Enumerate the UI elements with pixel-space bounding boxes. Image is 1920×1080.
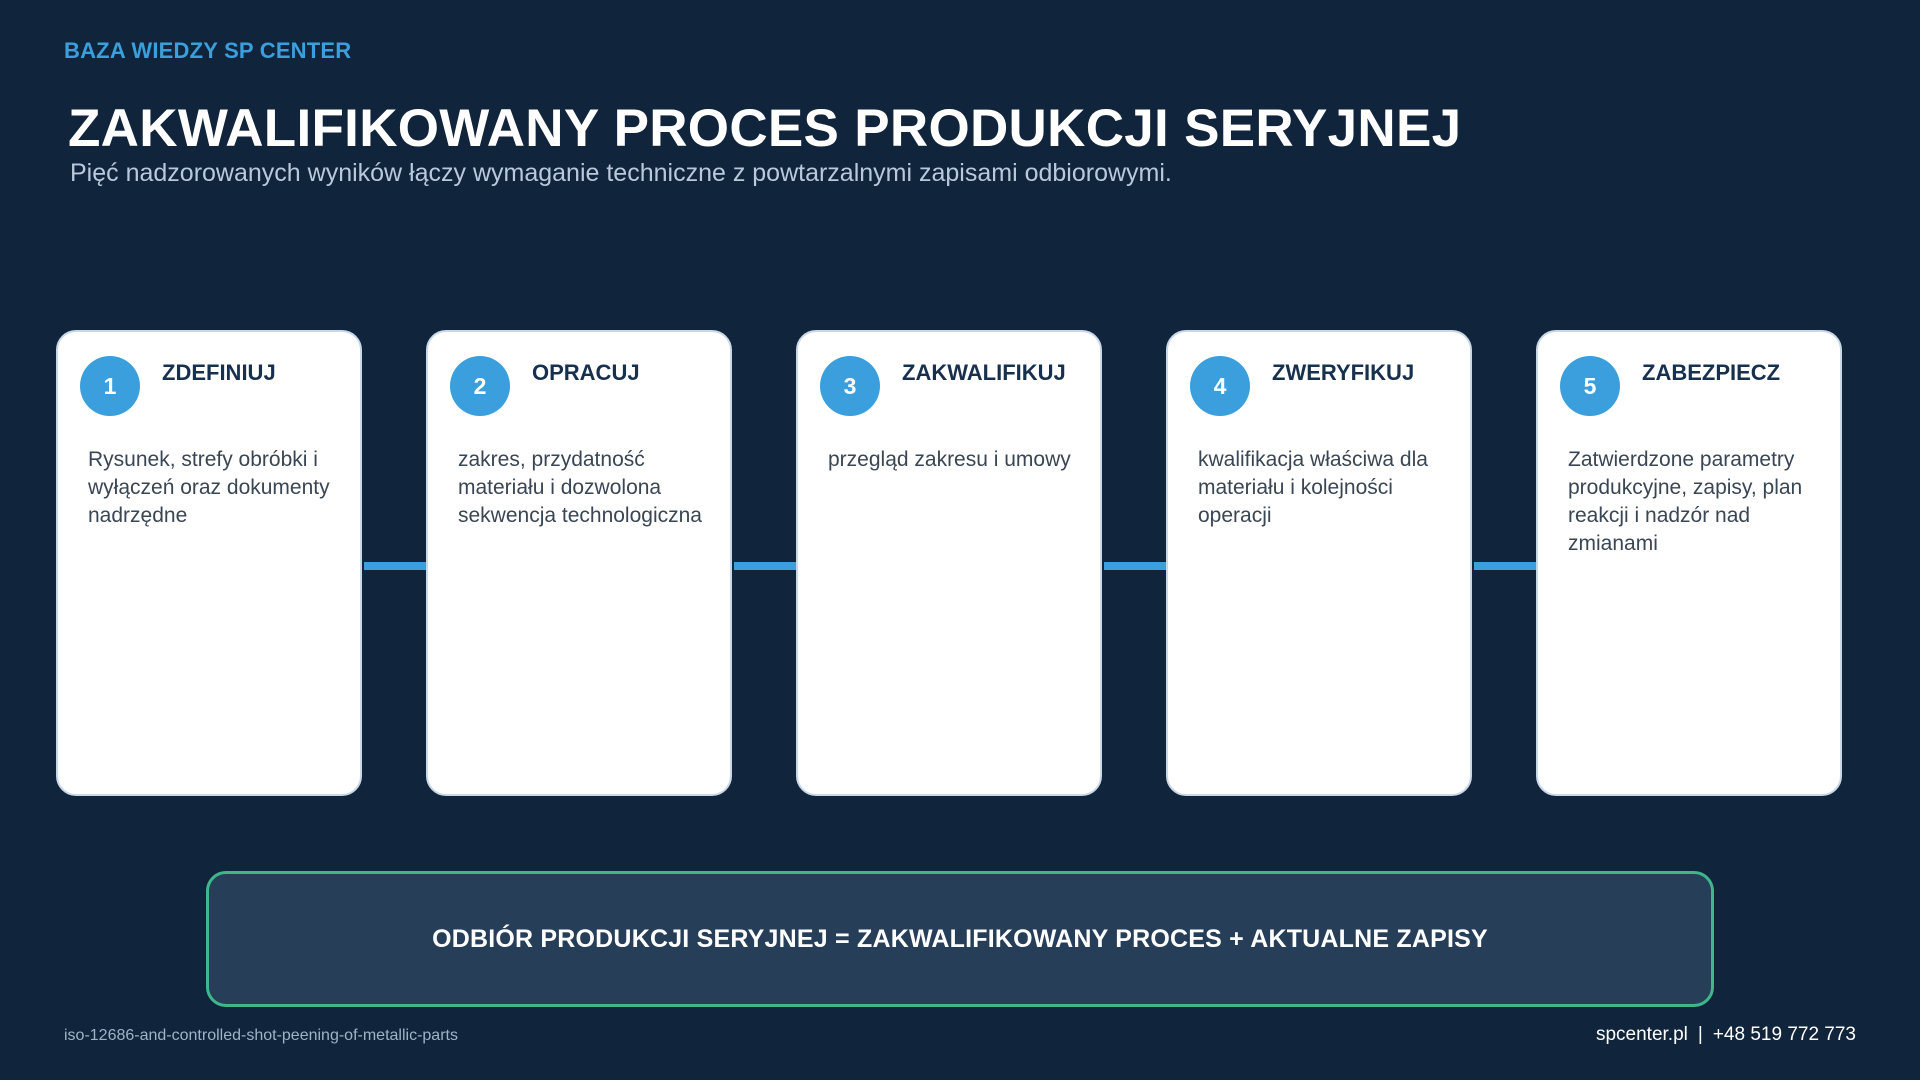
step-card-3: 3 ZAKWALIFIKUJ przegląd zakresu i umowy [796,330,1102,796]
step-description: zakres, przydatność materiału i dozwolon… [458,448,702,527]
connector-4-5 [1474,562,1536,570]
page-title: ZAKWALIFIKOWANY PROCES PRODUKCJI SERYJNE… [68,99,1462,158]
connector-3-4 [1104,562,1166,570]
step-description: kwalifikacja właściwa dla materiału i ko… [1198,448,1428,527]
step-card-1: 1 ZDEFINIUJ Rysunek, strefy obróbki i wy… [56,330,362,796]
step-number-badge: 4 [1190,356,1250,416]
step-number-badge: 3 [820,356,880,416]
step-title: ZAKWALIFIKUJ [902,360,1066,385]
step-title: ZDEFINIUJ [162,360,276,385]
step-description: Zatwierdzone parametry produkcyjne, zapi… [1568,448,1803,555]
step-title: OPRACUJ [532,360,640,385]
connector-2-3 [734,562,796,570]
step-description: Rysunek, strefy obróbki i wyłączeń oraz … [88,448,330,527]
connector-1-2 [364,562,426,570]
website-link[interactable]: spcenter.pl [1595,1024,1688,1045]
kicker-label: BAZA WIEDZY SP CENTER [64,38,352,63]
step-title: ZWERYFIKUJ [1272,360,1415,385]
page-subtitle: Pięć nadzorowanych wyników łączy wymagan… [70,159,1172,187]
step-number-badge: 5 [1560,356,1620,416]
step-number-badge: 2 [450,356,510,416]
phone-number[interactable]: +48 519 772 773 [1712,1024,1856,1045]
step-card-2: 2 OPRACUJ zakres, przydatność materiału … [426,330,732,796]
summary-banner: ODBIÓR PRODUKCJI SERYJNEJ = ZAKWALIFIKOW… [206,871,1714,1007]
footer-slug: iso-12686-and-controlled-shot-peening-of… [64,1027,458,1044]
step-card-5: 5 ZABEZPIECZ Zatwierdzone parametry prod… [1536,330,1842,796]
summary-text: ODBIÓR PRODUKCJI SERYJNEJ = ZAKWALIFIKOW… [432,924,1488,953]
step-title: ZABEZPIECZ [1642,360,1781,385]
step-description: przegląd zakresu i umowy [828,448,1071,471]
footer-separator: | [1697,1024,1703,1045]
step-number-badge: 1 [80,356,140,416]
footer-contact: spcenter.pl | +48 519 772 773 [1596,1024,1856,1046]
step-card-4: 4 ZWERYFIKUJ kwalifikacja właściwa dla m… [1166,330,1472,796]
